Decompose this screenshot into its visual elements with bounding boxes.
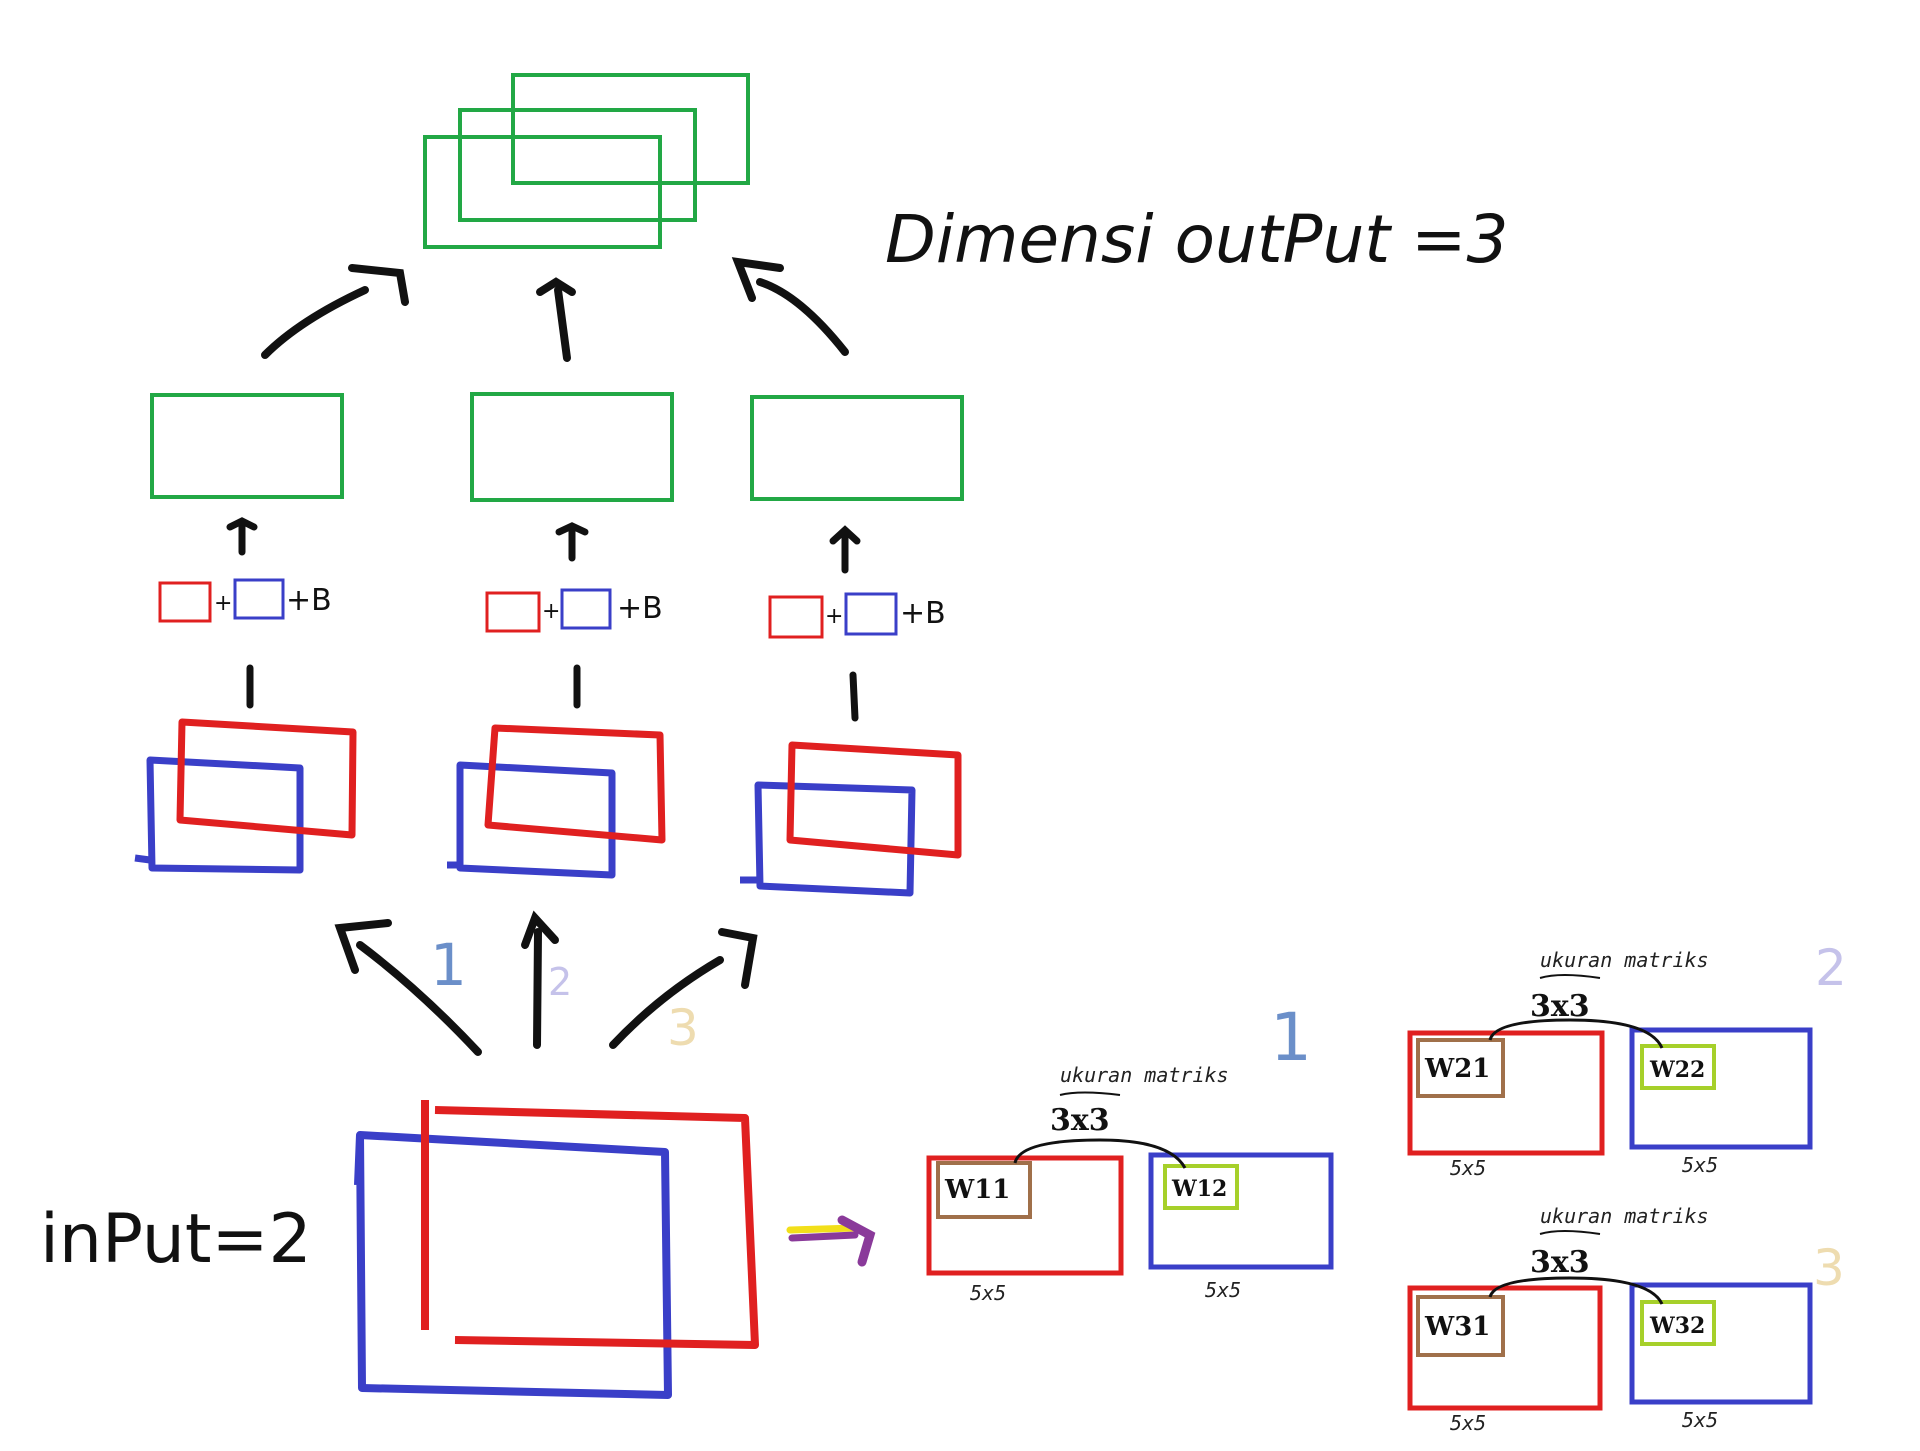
input-channel-red: [421, 1100, 759, 1349]
dimension-right: 5x5: [1682, 1408, 1718, 1432]
intermediate-maps: [150, 392, 964, 502]
convolved-pair-3: [740, 741, 962, 897]
bias-label: +B: [286, 583, 332, 618]
kernel-block-number: 1: [1270, 999, 1312, 1076]
dimension-right: 5x5: [1682, 1153, 1718, 1177]
arrow-left-to-output-head: [348, 264, 409, 306]
kernel-block-number: 2: [1815, 939, 1847, 997]
kernel-size: 3x3: [1530, 989, 1590, 1024]
connector-lines: [246, 664, 859, 722]
arrow-right-to-output: [756, 278, 849, 356]
branch-number-1: 1: [430, 931, 467, 999]
branch-arrows: [334, 910, 758, 1056]
kernel-block-3: 3 ukuran matriks 3x3 W31 W32 5x5 5x5: [1407, 1204, 1845, 1435]
output-map-1: [423, 135, 662, 249]
branch-arrow-3: [609, 956, 724, 1049]
combine-arrows: [226, 517, 861, 574]
combine-row-3: + +B: [768, 592, 946, 639]
branch-number-3: 3: [667, 999, 699, 1057]
intermediate-map-2: [470, 392, 674, 502]
output-arrows: [261, 257, 849, 362]
weight-w12: W12: [1171, 1176, 1227, 1202]
weight-w31: W31: [1424, 1312, 1490, 1342]
kernel-block-2: 2 ukuran matriks 3x3 W21 W22 5x5 5x5: [1407, 939, 1847, 1180]
branch-arrow-2: [533, 928, 542, 1049]
branch-arrow-1: [356, 941, 482, 1056]
arrow-mid-to-output: [554, 286, 571, 362]
intermediate-map-1: [150, 393, 344, 499]
bias-label: +B: [617, 591, 663, 626]
input-to-kernel-arrow: [786, 1215, 876, 1267]
weight-w21: W21: [1424, 1054, 1490, 1084]
kernel-size: 3x3: [1530, 1245, 1590, 1280]
input-channel-blue: [354, 1131, 672, 1399]
dimension-left: 5x5: [1450, 1411, 1486, 1435]
arrow-left-to-output: [261, 286, 369, 359]
output-dimension-label: Dimensi outPut =3: [885, 201, 1508, 278]
input-label: inPut=2: [40, 1200, 312, 1279]
output-map-2: [458, 108, 697, 222]
output-map-3: [511, 73, 750, 185]
kernel-block-1: 1 ukuran matriks 3x3 W11 W12 5x5 5x5: [926, 999, 1334, 1305]
convolved-pair-1: [134, 718, 357, 874]
weight-w22: W22: [1649, 1057, 1705, 1083]
weight-w11: W11: [944, 1175, 1010, 1205]
kernel-block-number: 3: [1813, 1239, 1845, 1297]
dimension-left: 5x5: [1450, 1156, 1486, 1180]
combine-row-1: + +B: [158, 578, 332, 623]
weight-w32: W32: [1649, 1313, 1705, 1339]
convolved-pair-2: [447, 724, 666, 879]
dimension-left: 5x5: [970, 1281, 1006, 1305]
kernel-size: 3x3: [1050, 1103, 1110, 1138]
plus-sign: +: [214, 591, 232, 616]
branch-number-2: 2: [548, 960, 572, 1004]
plus-sign: +: [542, 599, 560, 624]
output-feature-maps: [423, 73, 750, 249]
bias-label: +B: [900, 596, 946, 631]
arrow-right-to-output-head: [731, 257, 784, 302]
matrix-size-label: ukuran matriks: [1060, 1063, 1229, 1087]
matrix-size-label: ukuran matriks: [1540, 948, 1709, 972]
plus-sign: +: [825, 604, 843, 629]
combine-row-2: + +B: [485, 588, 663, 633]
matrix-size-label: ukuran matriks: [1540, 1204, 1709, 1228]
arrow-mid-to-output-head: [536, 277, 576, 296]
intermediate-map-3: [750, 395, 964, 501]
dimension-right: 5x5: [1205, 1278, 1241, 1302]
input-feature-maps: [354, 1100, 759, 1399]
